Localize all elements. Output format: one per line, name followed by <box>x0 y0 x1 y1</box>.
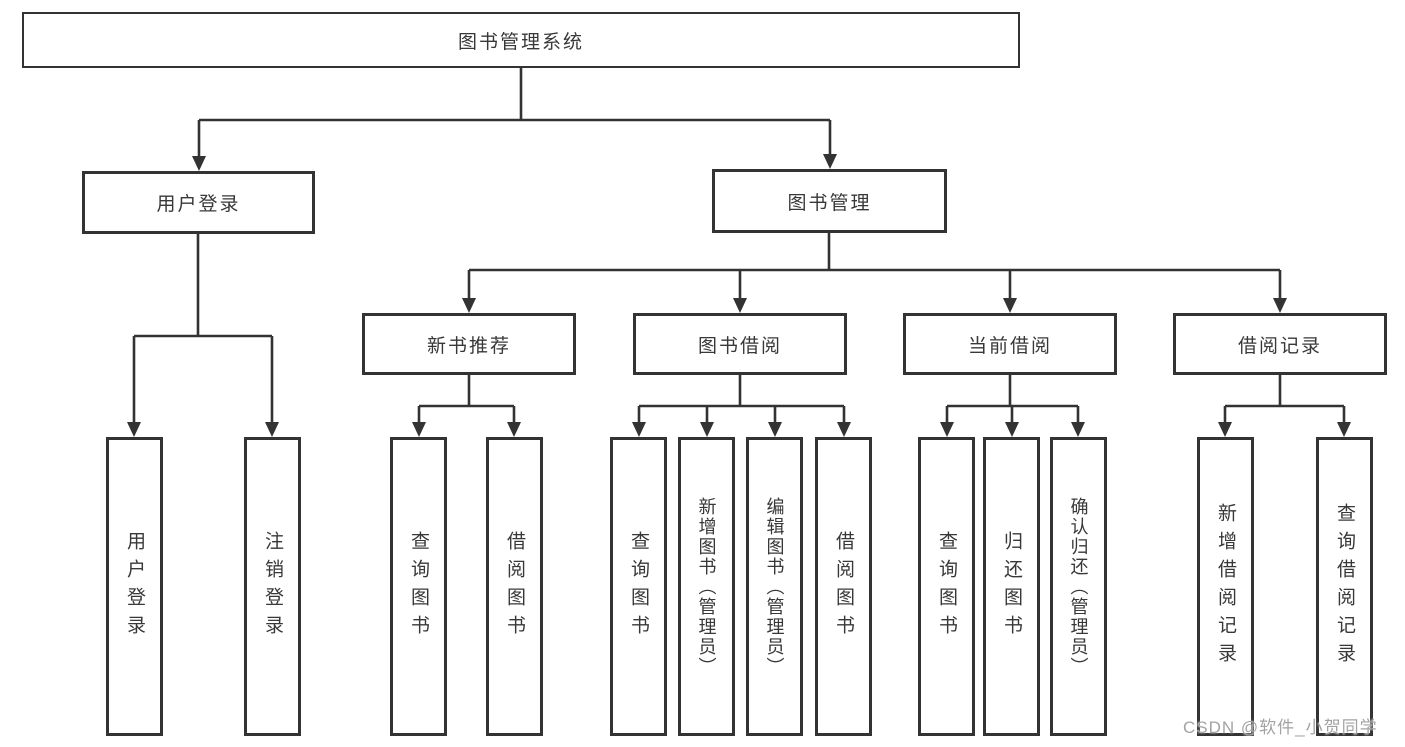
node-label: 用户登录 <box>156 194 241 215</box>
leaf-label: 查询图书 <box>936 530 957 643</box>
node-label: 图书借阅 <box>697 335 782 357</box>
node-label: 图书管理系统 <box>457 31 584 53</box>
leaf-query-books-borrow: 查询图书 <box>610 437 667 736</box>
leaf-label: 新增图书（管理员） <box>696 496 717 677</box>
node-label: 当前借阅 <box>967 335 1052 357</box>
node-label: 借阅记录 <box>1237 335 1322 357</box>
leaf-confirm-return-admin: 确认归还（管理员） <box>1050 437 1107 736</box>
csdn-watermark: CSDN @软件_小贺同学 <box>1183 718 1378 737</box>
leaf-return-book: 归还图书 <box>983 437 1040 736</box>
leaf-label: 用户登录 <box>124 530 145 643</box>
leaf-query-books-recommend: 查询图书 <box>390 437 447 736</box>
leaf-label: 归还图书 <box>1001 530 1022 643</box>
leaf-label: 借阅图书 <box>504 530 525 643</box>
node-current-borrowing: 当前借阅 <box>903 313 1117 375</box>
leaf-label: 新增借阅记录 <box>1215 502 1236 671</box>
leaf-label: 确认归还（管理员） <box>1068 496 1089 677</box>
node-library-management-system: 图书管理系统 <box>22 12 1020 68</box>
leaf-add-borrow-record: 新增借阅记录 <box>1197 437 1254 736</box>
leaf-borrow-books-recommend: 借阅图书 <box>486 437 543 736</box>
node-new-book-recommendation: 新书推荐 <box>362 313 576 375</box>
leaf-query-borrow-record: 查询借阅记录 <box>1316 437 1373 736</box>
leaf-add-book-admin: 新增图书（管理员） <box>678 437 735 736</box>
leaf-label: 查询图书 <box>408 530 429 643</box>
leaf-logout: 注销登录 <box>244 437 301 736</box>
node-user-login: 用户登录 <box>82 171 315 234</box>
node-borrowing-records: 借阅记录 <box>1173 313 1387 375</box>
node-label: 图书管理 <box>787 192 872 214</box>
leaf-label: 查询图书 <box>628 530 649 643</box>
node-book-management: 图书管理 <box>712 169 947 233</box>
leaf-edit-book-admin: 编辑图书（管理员） <box>746 437 803 736</box>
leaf-label: 查询借阅记录 <box>1334 502 1355 671</box>
leaf-label: 注销登录 <box>262 530 283 643</box>
leaf-user-login: 用户登录 <box>106 437 163 736</box>
node-book-borrowing: 图书借阅 <box>633 313 847 375</box>
leaf-borrow-books: 借阅图书 <box>815 437 872 736</box>
leaf-label: 借阅图书 <box>833 530 854 643</box>
node-label: 新书推荐 <box>426 335 511 357</box>
leaf-query-books-current: 查询图书 <box>918 437 975 736</box>
leaf-label: 编辑图书（管理员） <box>764 496 785 677</box>
